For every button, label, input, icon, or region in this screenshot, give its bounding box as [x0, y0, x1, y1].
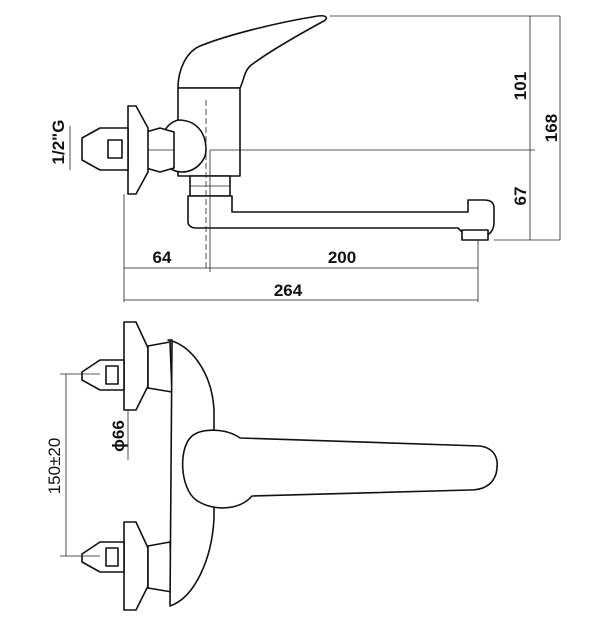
dim-cover-diameter: ϕ66: [109, 420, 128, 452]
aerator: [461, 229, 489, 241]
dim-height-total: 168: [542, 114, 561, 142]
connector-slot: [107, 139, 123, 159]
connector-slot-upper: [105, 365, 119, 385]
front-dimensions: [60, 373, 129, 557]
dim-offset-left: 64: [153, 248, 172, 267]
cover-plate-side: [127, 105, 149, 195]
front-view: [81, 321, 498, 611]
dim-inlet-spacing: 150±20: [45, 438, 64, 495]
dim-thread: 1/2"G: [49, 120, 68, 165]
dim-height-lower: 67: [511, 187, 530, 206]
spout-side: [187, 195, 495, 237]
dim-spout-reach: 200: [328, 248, 356, 267]
lever-handle-side: [177, 15, 328, 89]
side-view: [81, 15, 495, 270]
nut-upper: [147, 341, 173, 393]
dim-total-length: 264: [274, 281, 303, 300]
cover-plate-lower: [123, 521, 149, 611]
connector-slot-lower: [105, 547, 119, 567]
nut-lower: [147, 541, 173, 593]
lever-handle-front: [181, 429, 498, 509]
eccentric-connector-side: [81, 127, 129, 171]
cover-plate-upper: [123, 321, 149, 411]
dim-height-upper: 101: [511, 72, 530, 100]
side-dimensions: [69, 15, 561, 302]
